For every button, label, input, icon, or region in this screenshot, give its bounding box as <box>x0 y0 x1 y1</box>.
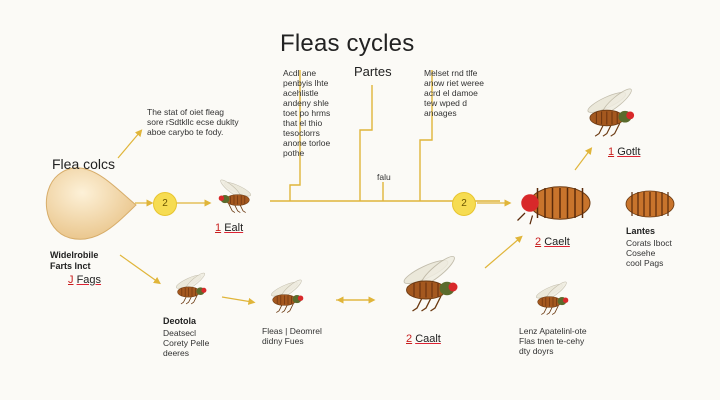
adult-text: Gotlt <box>617 146 641 158</box>
egg-shape <box>45 167 137 240</box>
right-desc-title: Lantes <box>626 226 656 236</box>
flea-bottom-mid <box>270 279 304 313</box>
egg-title: Flea colcs <box>52 156 116 172</box>
stages-header: Partes <box>354 64 392 79</box>
pupa-right <box>625 190 675 218</box>
bottom-center-num: 2 <box>406 333 413 345</box>
stage-2-label: 2 Caelt <box>535 236 570 248</box>
bottom-center-text: Caalt <box>415 333 441 345</box>
top-note-left: Acdl ane penbyis lhte acehlistle andeny … <box>283 68 331 158</box>
egg-label-text: Fags <box>76 274 102 286</box>
center-tag: falu <box>377 172 391 182</box>
stage-circle-left: 2 <box>153 192 177 216</box>
adult-num: 1 <box>608 146 615 158</box>
adult-label: 1 Gotlt <box>608 146 640 158</box>
stage-2-num: 2 <box>535 236 542 248</box>
diagram-title: Fleas cycles <box>280 30 415 57</box>
flea-adult-top-right <box>587 88 635 137</box>
flea-larva-small <box>218 179 252 213</box>
right-desc: Corats Iboct Cosehe cool Pags <box>626 238 672 268</box>
top-note-right: Melset rnd tlfe anow riet weree acrd el … <box>424 68 485 118</box>
flea-bottom-right <box>535 281 569 315</box>
pupa-large <box>517 186 591 225</box>
stage-2-text: Caelt <box>544 236 570 248</box>
bottom-center-label: 2 Caalt <box>406 333 441 345</box>
egg-caption: Widelrobile Farts lnct <box>50 250 99 271</box>
arrow-flea-to-flea <box>221 296 256 305</box>
arrow-to-pupa <box>484 235 523 269</box>
flea-bottom-center <box>403 255 458 312</box>
stage-circle-right: 2 <box>452 192 476 216</box>
flow-arrows <box>117 129 593 305</box>
stage-1-num: 1 <box>215 222 222 234</box>
arrow-to-adult <box>574 147 593 171</box>
flea-bottom-left <box>175 272 207 305</box>
egg-num: J <box>68 274 74 286</box>
bottom-mid-desc: Fleas | Deomrel didny Fues <box>262 326 322 346</box>
bottom-right-desc: Lenz Apatelinl-ote Flas tnen te-cehy dty… <box>519 326 587 356</box>
egg-label: J Fags <box>68 274 101 286</box>
bottom-left-desc: Deatsecl Corety Pelle deeres <box>163 328 210 358</box>
mid-note-left: The stat of oiet fleag sore rSdtkllc ecs… <box>147 107 239 137</box>
arrow-egg-down <box>119 254 161 285</box>
bottom-left-title: Deotola <box>163 316 197 326</box>
stage-1-label: 1 Ealt <box>215 222 243 234</box>
arrow-egg-to-note <box>117 129 143 159</box>
stage-1-text: Ealt <box>224 222 244 234</box>
